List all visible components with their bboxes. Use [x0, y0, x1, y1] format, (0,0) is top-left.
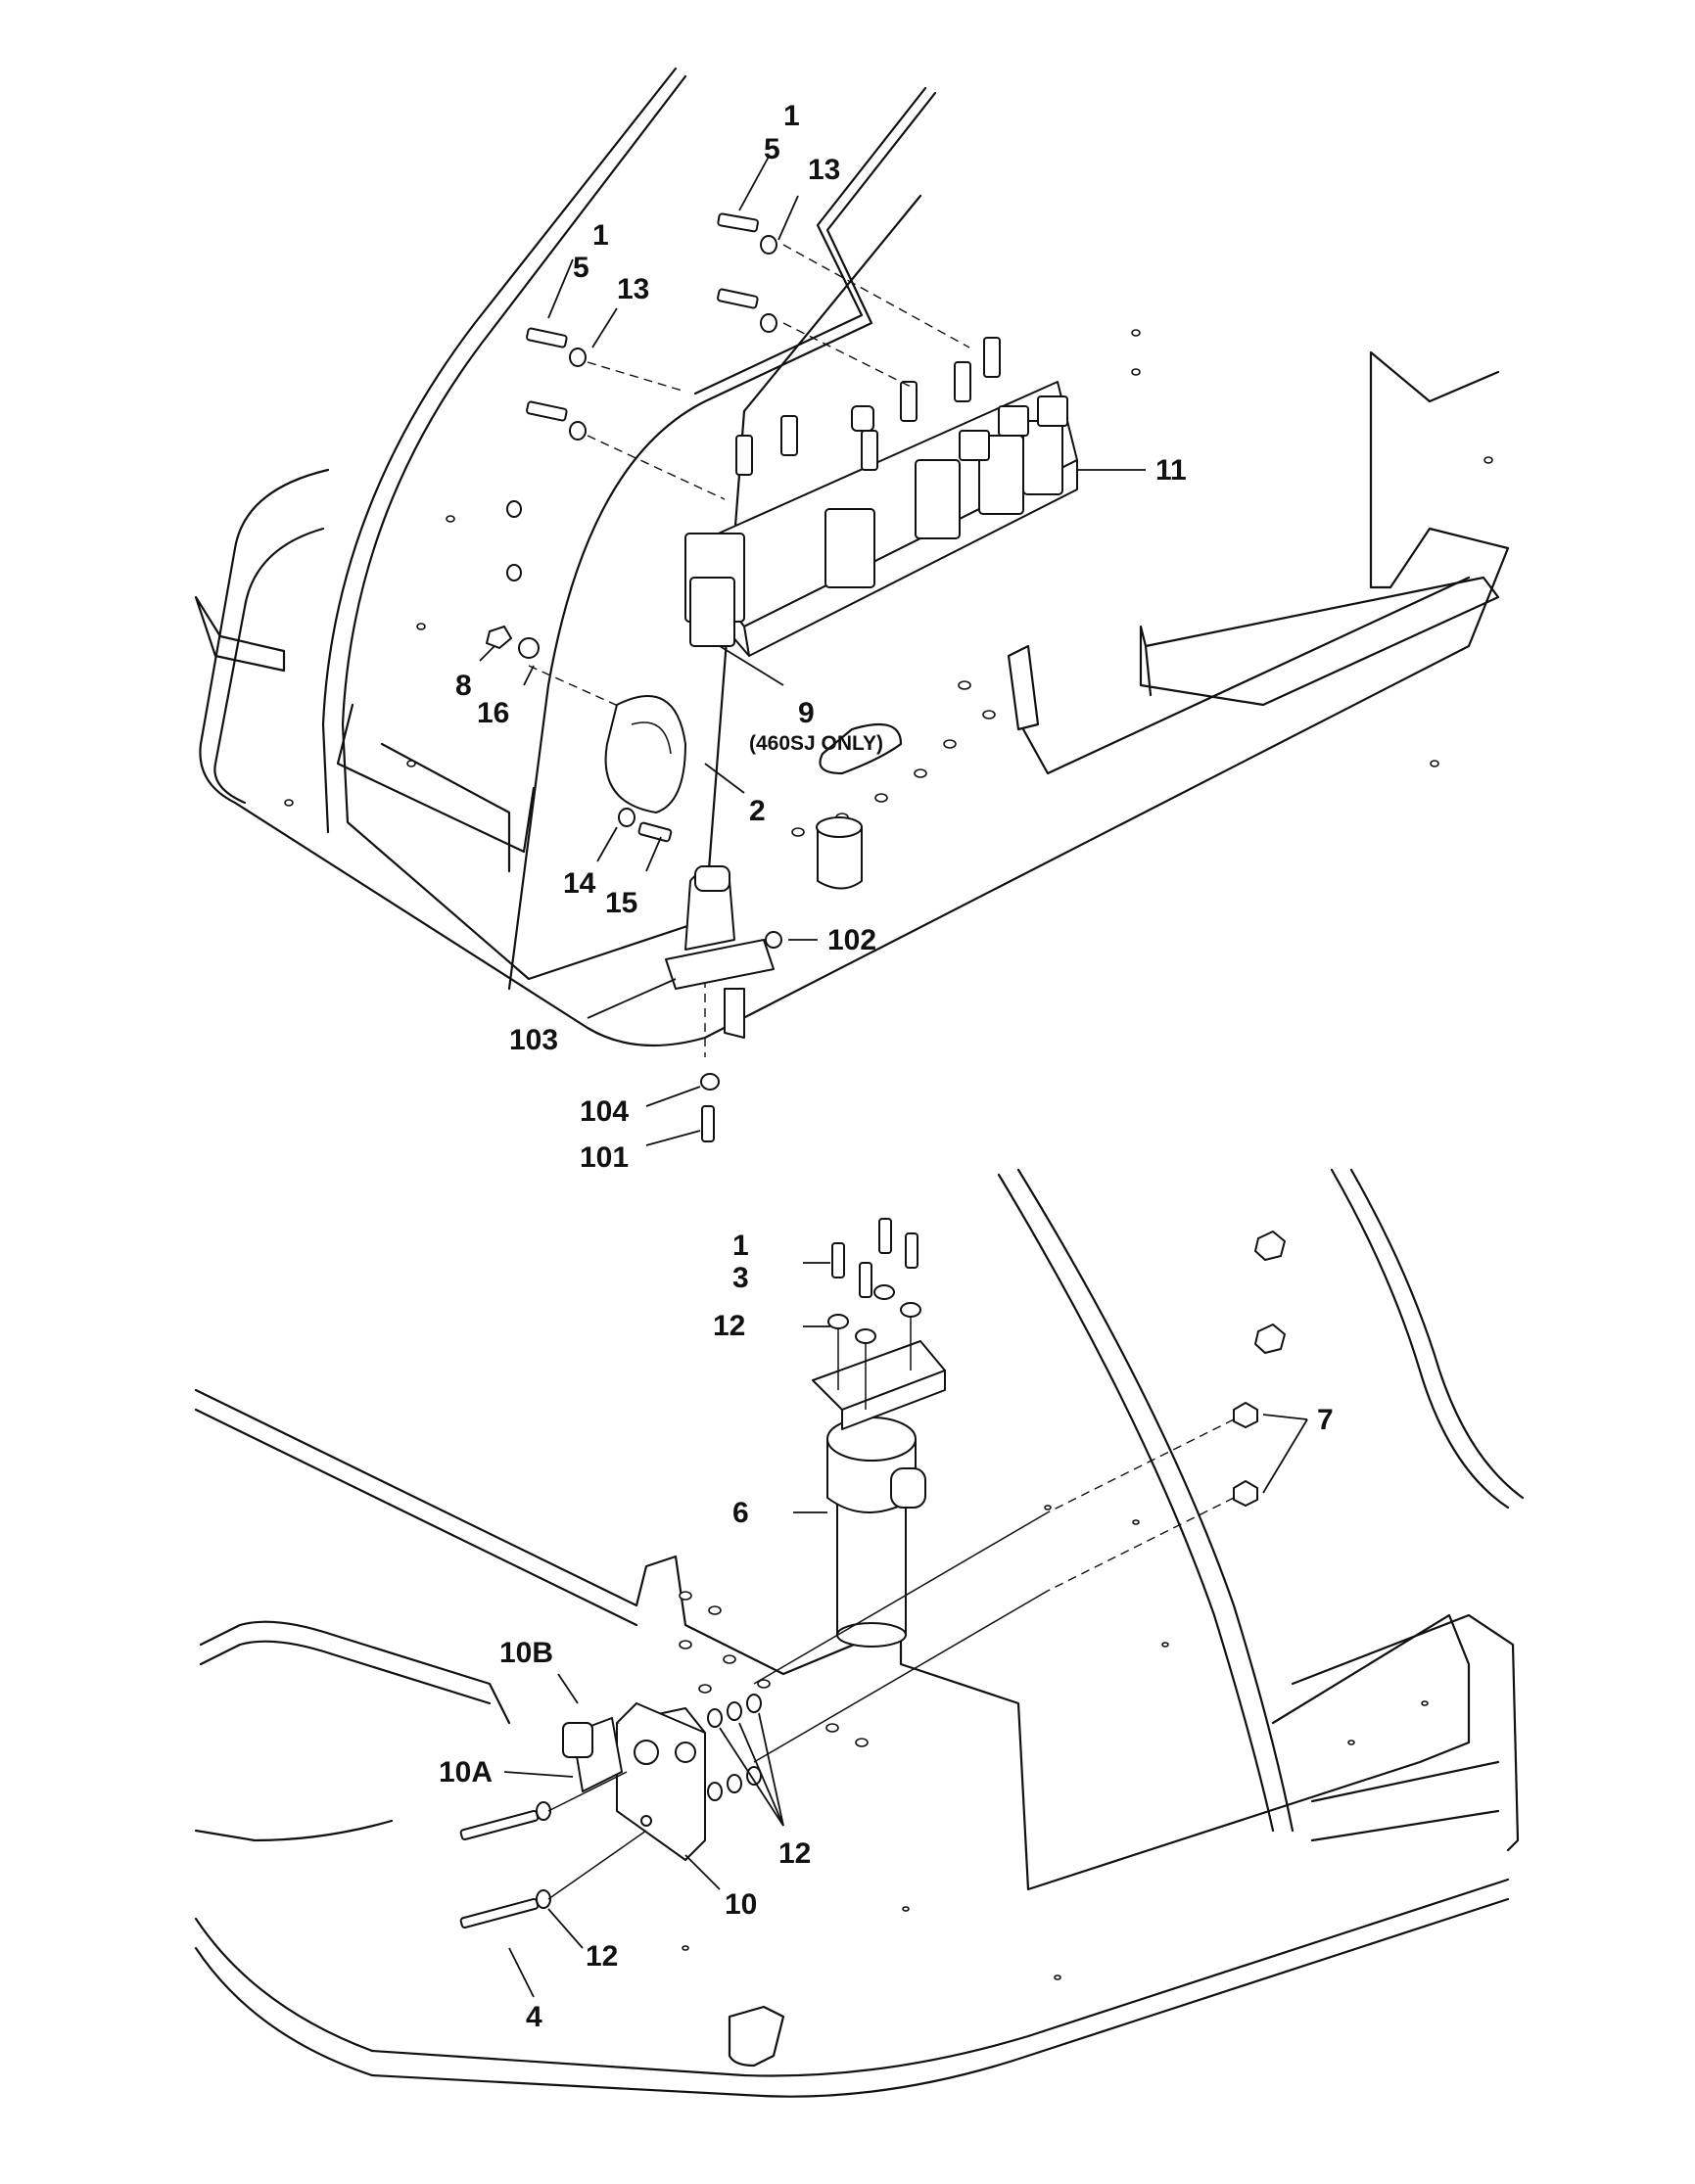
callout-4: 4: [526, 2001, 542, 2033]
hydraulic-filter: [812, 1340, 946, 1648]
callout-11: 11: [1155, 454, 1187, 487]
valve-manifold: [684, 337, 1078, 657]
callout-1-lower: 1: [732, 1230, 749, 1262]
callout-16: 16: [477, 697, 509, 729]
spacer-tube: [816, 816, 863, 890]
callout-9: 9: [798, 697, 815, 729]
upper-tower-plate: [341, 74, 922, 981]
callout-13-upper-a: 13: [808, 154, 840, 186]
callout-14: 14: [563, 867, 596, 900]
callout-5-upper-a: 5: [764, 133, 780, 165]
callout-1-upper-b: 1: [592, 219, 609, 252]
upper-deck-holes: [284, 329, 1493, 837]
callout-1-upper-a: 1: [783, 100, 800, 132]
callout-10a: 10A: [439, 1756, 493, 1789]
lower-leaders: [503, 1262, 1308, 1998]
callout-2: 2: [749, 795, 766, 827]
callout-103: 103: [509, 1024, 558, 1056]
upper-leaders: [479, 156, 1146, 1146]
callout-12-lower-a: 12: [713, 1310, 745, 1342]
callout-6: 6: [732, 1497, 749, 1529]
callout-102: 102: [827, 924, 876, 956]
callout-13-upper-b: 13: [617, 273, 649, 305]
pressure-switches: [735, 337, 1001, 476]
callout-10: 10: [725, 1888, 757, 1921]
lower-view: 1 3 12 7 6 10B 10A 12 10 12 4: [194, 1168, 1525, 2098]
callout-8: 8: [455, 670, 472, 702]
filter-bolts: [827, 1218, 921, 1410]
callout-12-lower-b: 12: [778, 1837, 811, 1870]
callout-7: 7: [1317, 1404, 1334, 1436]
valve-block: [562, 1702, 706, 1861]
sensor-bracket: [665, 865, 775, 1039]
callout-104: 104: [580, 1095, 629, 1128]
callout-101: 101: [580, 1141, 629, 1174]
callout-10b: 10B: [499, 1637, 553, 1669]
callout-15: 15: [605, 887, 637, 919]
lower-deck-holes: [679, 1231, 1429, 1980]
lower-washers: [536, 1694, 762, 1909]
callout-5-upper-b: 5: [573, 252, 589, 284]
callout-9-note: (460SJ ONLY): [749, 732, 883, 755]
upper-fasteners: [486, 212, 782, 1142]
callout-3-lower: 3: [732, 1262, 749, 1294]
lower-deck-outline: [194, 1388, 1471, 1891]
upper-view: 1 5 13 1 5 13 11 9 (460SJ ONLY) 8 16 2 1…: [194, 67, 1510, 1174]
callout-12-lower-c: 12: [586, 1940, 618, 1973]
lower-long-bolts: [459, 1771, 647, 1928]
horn: [604, 695, 686, 813]
